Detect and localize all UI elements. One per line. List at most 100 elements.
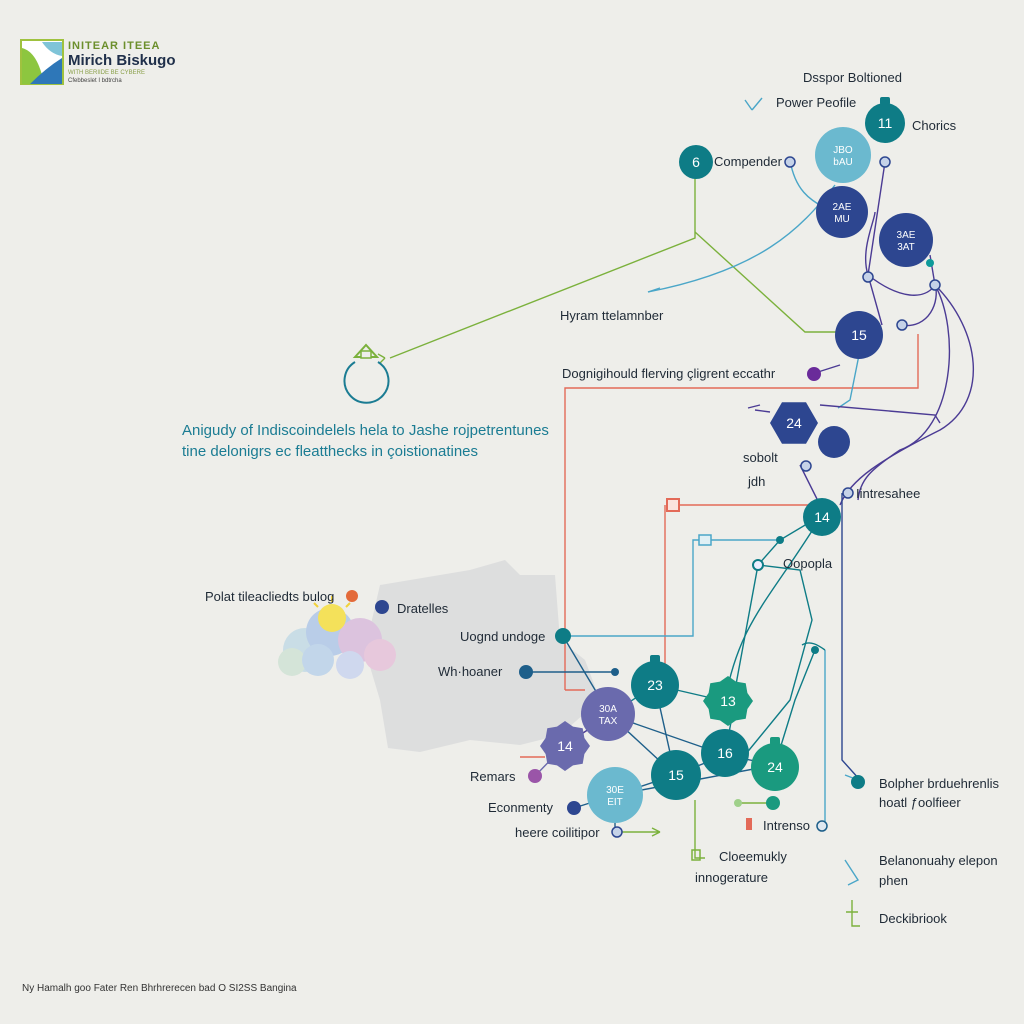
label-deckibriook: Deckibriook (879, 911, 947, 926)
logo-subtitle: WITH BERIIDE BE CYBERE (68, 70, 146, 76)
marker-dot (811, 646, 819, 654)
logo-name: Mirich Biskugo (68, 52, 176, 69)
marker-dot (851, 775, 865, 789)
marker-dot (519, 665, 533, 679)
node-shape (701, 729, 749, 777)
node-n11a: 11 (865, 97, 905, 143)
marker-dot (611, 668, 619, 676)
node-label: 24 (786, 415, 802, 431)
node-label: 14 (814, 509, 830, 525)
node-badge (650, 655, 660, 663)
node-n24b: 24 (751, 737, 799, 791)
marker-dot (862, 271, 874, 283)
node-n14b: 14 (540, 721, 590, 771)
node-shape (631, 661, 679, 709)
label-polat: Polat tileacliedts bulog (205, 589, 334, 604)
nodes-layer: 116JBObAU2AEMU3AE3AT1524142330ATAX141315… (540, 97, 933, 823)
marker-dot (555, 628, 571, 644)
label-chorics: Chorics (912, 118, 957, 133)
marker-dot (929, 279, 941, 291)
label-intresahee: Iintresahee (856, 486, 920, 501)
marker-dot (879, 156, 891, 168)
cloud-illustration (278, 596, 396, 679)
node-label: 14 (557, 738, 573, 754)
headline-line-1: Anigudy of Indiscoindelels hela to Jashe… (182, 422, 549, 439)
node-n16: 16 (701, 729, 749, 777)
node-label: 11 (878, 115, 893, 131)
node-shape (815, 127, 871, 183)
label-dognig: Dognigihould flerving çligrent eccathr (562, 366, 776, 381)
node-shape (587, 767, 643, 823)
node-label: 30A (599, 704, 617, 715)
node-n24a: 24 (770, 402, 818, 444)
node-label-secondary: bAU (833, 157, 852, 168)
label-heere: heere coilitipor (515, 825, 600, 840)
marker-dot (766, 796, 780, 810)
label-innogerature: innogerature (695, 870, 768, 885)
marker-dot (896, 319, 908, 331)
node-shape (803, 498, 841, 536)
node-label: 2AE (833, 202, 852, 213)
marker-square (746, 818, 752, 830)
label-remars: Remars (470, 769, 516, 784)
node-n6: 6 (679, 145, 713, 179)
marker-dot (800, 460, 812, 472)
small-markers (346, 156, 941, 861)
node-badge (880, 97, 890, 105)
logo-kicker: INITEAR ITEEA (68, 40, 161, 52)
node-shape (818, 426, 850, 458)
marker-square (691, 849, 701, 861)
label-dratelles: Dratelles (397, 601, 449, 616)
label-uognd: Uognd undoge (460, 629, 545, 644)
node-n15a: 15 (835, 311, 883, 359)
marker-dot (784, 156, 796, 168)
marker-dot (611, 826, 623, 838)
node-nSmall (818, 426, 850, 458)
node-n15b: 15 (651, 750, 701, 800)
node-shape (679, 145, 713, 179)
node-label: 15 (668, 767, 684, 783)
node-shape (703, 676, 753, 726)
node-label-secondary: MU (834, 214, 850, 225)
label-phen: phen (879, 873, 908, 888)
node-label: 15 (851, 327, 867, 343)
label-jdh: jdh (747, 474, 765, 489)
marker-dot (926, 259, 934, 267)
node-label: 16 (717, 745, 733, 761)
node-label: 30E (606, 785, 624, 796)
brand-logo: INITEAR ITEEA Mirich Biskugo WITH BERIID… (20, 38, 180, 94)
marker-dot (567, 801, 581, 815)
label-hyram: Hyram ttelamnber (560, 308, 664, 323)
node-shape (835, 311, 883, 359)
marker-dot (816, 820, 828, 832)
node-shape (651, 750, 701, 800)
label-belanonuahy: Belanonuahy elepon (879, 853, 998, 868)
label-bolpher: Bolpher brduehrenlis (879, 776, 999, 791)
node-label: 13 (720, 693, 736, 709)
marker-dot (842, 487, 854, 499)
node-label-secondary: 3AT (897, 242, 915, 253)
marker-dot (375, 600, 389, 614)
label-power: Power Peofile (776, 95, 856, 110)
node-n14a: 14 (803, 498, 841, 536)
label-opopla: Oopopla (783, 556, 833, 571)
headline-line-2: tine delonigrs ec fleatthecks in çoistio… (182, 443, 479, 460)
label-whhoaner: Wh·hoaner (438, 664, 503, 679)
node-shape (879, 213, 933, 267)
label-compender: Compender (714, 154, 783, 169)
marker-dot (734, 799, 742, 807)
node-label: 23 (647, 677, 663, 693)
marker-square (698, 534, 712, 546)
node-n23: 23 (631, 655, 679, 709)
marker-square (666, 498, 680, 512)
node-label: 3AE (897, 230, 916, 241)
logo-mark-icon (20, 39, 64, 85)
logo-tagline: Cfebbeslet I bdtrcha (68, 78, 122, 84)
